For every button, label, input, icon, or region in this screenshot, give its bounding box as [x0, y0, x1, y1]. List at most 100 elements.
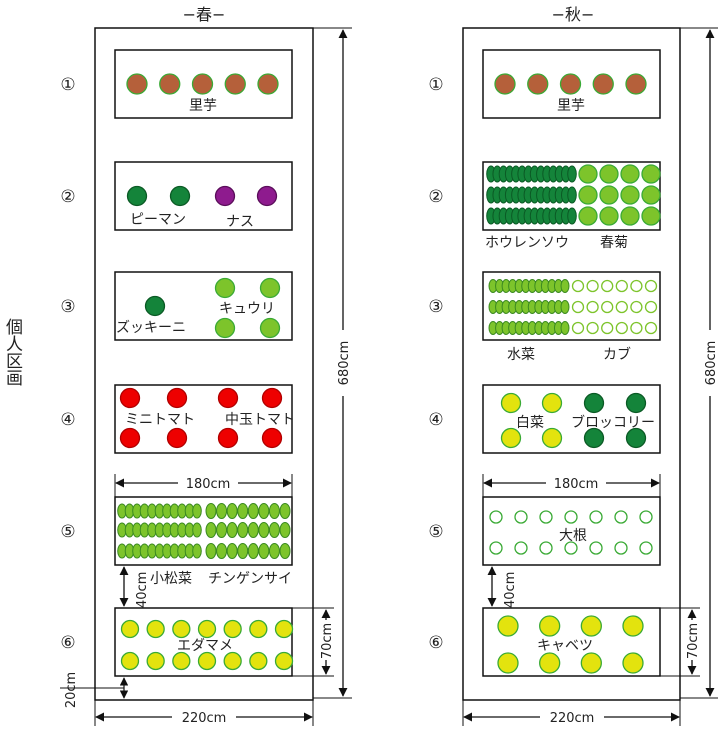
plot-number: ② — [60, 187, 75, 207]
dim-total-length: 680cm — [337, 341, 352, 386]
cabbage-plant — [580, 652, 602, 674]
mizuna-plant — [560, 279, 570, 293]
edamame-plant — [172, 619, 191, 639]
edamame-plant — [146, 619, 165, 639]
shungiku-plant — [578, 206, 598, 226]
kabu-plant — [615, 321, 628, 335]
label-daikon: 大根 — [559, 528, 587, 544]
dim-total-length-autumn: 680cm — [704, 341, 719, 386]
edamame-plant — [223, 619, 242, 639]
dim-total-width: 220cm — [182, 711, 227, 726]
plot-number: ③ — [60, 297, 75, 317]
kabu-plant — [644, 300, 658, 314]
plot-number: ④ — [428, 410, 443, 430]
cucumber-plant — [259, 277, 281, 299]
dim-total-width-autumn: 220cm — [550, 711, 595, 726]
tomato-plant — [261, 387, 283, 409]
cabbage-plant — [622, 615, 644, 637]
shungiku-plant — [641, 206, 661, 226]
dim-bed-width-autumn: 180cm — [554, 477, 599, 492]
daikon-plant — [564, 541, 578, 555]
plot-number: ① — [60, 75, 75, 95]
edamame-plant — [120, 619, 140, 639]
edamame-plant — [172, 651, 191, 671]
edamame-plant — [249, 651, 268, 671]
chingensai-plant — [205, 543, 217, 559]
daikon-plant — [589, 510, 603, 524]
dim-gap: 40cm — [135, 572, 150, 608]
shungiku-plant — [599, 206, 619, 226]
taro-plant — [494, 73, 516, 95]
chingensai-plant — [237, 503, 249, 519]
kabu-plant — [615, 300, 628, 314]
plot-number: ⑤ — [428, 522, 443, 542]
chingensai-plant — [205, 522, 217, 538]
plot-number: ④ — [60, 410, 75, 430]
mizuna-plant — [560, 321, 570, 335]
chingensai-plant — [237, 543, 249, 559]
edamame-plant — [120, 651, 140, 671]
label-piman: ピーマン — [130, 212, 186, 228]
shungiku-plant — [599, 164, 619, 184]
cucumber-plant — [214, 317, 236, 339]
daikon-plant — [639, 541, 653, 555]
kabu-plant — [586, 300, 599, 314]
shungiku-plant — [599, 185, 619, 205]
label-spinach: ホウレンソウ — [485, 235, 569, 251]
autumn-plot-outline — [462, 27, 681, 701]
daikon-plant — [564, 510, 578, 524]
label-medium-tomato: 中玉トマト — [225, 412, 295, 428]
tomato-plant — [119, 387, 141, 409]
plot-number: ⑥ — [428, 633, 443, 653]
daikon-plant — [489, 541, 503, 555]
label-zucchini: ズッキーニ — [116, 320, 186, 336]
chingensai-plant — [258, 543, 270, 559]
daikon-plant — [514, 541, 528, 555]
taro-plant — [592, 73, 614, 95]
komatsuna-plant — [192, 522, 202, 538]
tomato-plant — [261, 427, 283, 449]
dim-margin: 20cm — [64, 672, 79, 708]
edamame-plant — [274, 651, 294, 671]
label-taro-autumn: 里芋 — [557, 98, 585, 114]
kabu-plant — [571, 300, 585, 314]
kabu-plant — [586, 321, 599, 335]
mizuna-plant — [560, 300, 570, 314]
label-edamame: エダマメ — [177, 638, 233, 654]
komatsuna-plant — [192, 543, 202, 559]
label-shungiku: 春菊 — [600, 235, 628, 251]
dim-gap-autumn: 40cm — [503, 572, 518, 608]
label-komatsuna: 小松菜 — [150, 571, 192, 587]
chingensai-plant — [226, 543, 238, 559]
spring-dimensions: 180cm 40cm 70cm 680cm 20cm 220cm — [60, 27, 352, 726]
tomato-plant — [166, 387, 188, 409]
daikon-plant — [614, 541, 628, 555]
taro-plant — [126, 73, 148, 95]
chingensai-plant — [279, 543, 291, 559]
broccoli-plant — [625, 392, 647, 414]
taro-plant — [625, 73, 647, 95]
shungiku-plant — [620, 206, 640, 226]
cabbage-plant — [622, 652, 644, 674]
chingensai-plant — [247, 503, 259, 519]
kabu-plant — [630, 321, 643, 335]
label-chingensai: チンゲンサイ — [208, 571, 292, 587]
daikon-plant — [589, 541, 603, 555]
daikon-plant — [489, 510, 503, 524]
daikon-plant — [539, 541, 553, 555]
tomato-plant — [119, 427, 141, 449]
autumn-labels: 里芋 ホウレンソウ 春菊 水菜 カブ 白菜 ブロッコリー 大根 キャベツ — [485, 98, 655, 654]
plot-number: ③ — [428, 297, 443, 317]
broccoli-plant — [583, 427, 605, 449]
kabu-plant — [601, 321, 614, 335]
edamame-plant — [223, 651, 242, 671]
kabu-plant — [630, 279, 643, 293]
tomato-plant — [217, 387, 239, 409]
taro-plant — [527, 73, 549, 95]
chingensai-plant — [237, 522, 249, 538]
chingensai-plant — [216, 522, 228, 538]
dim-bed-depth-autumn: 70cm — [686, 623, 701, 659]
chingensai-plant — [258, 522, 270, 538]
shungiku-plant — [641, 164, 661, 184]
